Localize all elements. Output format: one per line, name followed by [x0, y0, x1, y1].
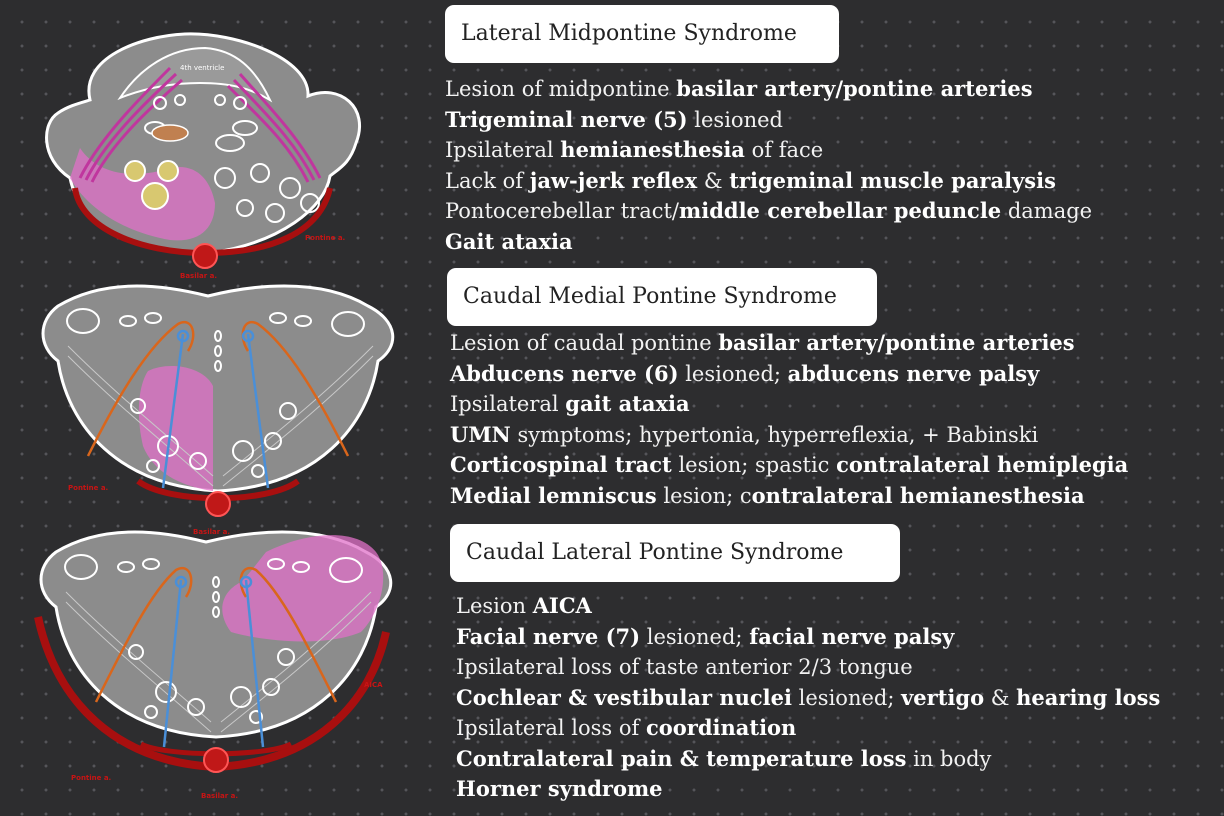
- text: Lesion of midpontine: [445, 77, 677, 101]
- bold-text: UMN: [450, 421, 511, 447]
- bold-text: trigeminal muscle paralysis: [729, 167, 1056, 193]
- text: Ipsilateral: [445, 138, 561, 162]
- basilar-artery: [192, 243, 218, 269]
- text: in body: [906, 746, 992, 771]
- basilar-artery: [205, 491, 231, 517]
- tract-circles: [124, 160, 179, 210]
- symptom-line: Lesion of midpontine basilar artery/pont…: [445, 74, 1092, 105]
- symptom-line: Contralateral pain & temperature loss in…: [456, 744, 1160, 775]
- text: Lesion: [456, 594, 533, 618]
- section-title-lateral-midpontine: Lateral Midpontine Syndrome: [445, 5, 839, 63]
- bold-text: Cochlear & vestibular nuclei: [456, 684, 792, 710]
- bold-text: basilar artery/pontine arteries: [676, 76, 1033, 101]
- bold-text: basilar artery/pontine arteries: [718, 330, 1075, 355]
- pons-outline: [41, 284, 395, 493]
- text: Ipsilateral loss of: [456, 716, 646, 740]
- text: Lesion of caudal pontine: [450, 331, 719, 355]
- symptom-line: Ipsilateral loss of coordination: [456, 713, 1160, 744]
- ventricle-shape: [117, 46, 273, 103]
- symptom-line: Lack of jaw-jerk reflex & trigeminal mus…: [445, 166, 1092, 197]
- bold-text: Horner syndrome: [456, 776, 663, 801]
- bold-text: ontralateral hemianesthesia: [751, 482, 1085, 508]
- bold-text: coordination: [645, 715, 797, 740]
- diagram-lateral-midpontine: 4th ventricle Pontine a. Basilar a.: [45, 32, 362, 280]
- symptom-line: Ipsilateral gait ataxia: [450, 389, 1128, 420]
- text: Pontocerebellar tract/: [445, 199, 679, 223]
- symptom-line: Facial nerve (7) lesioned; facial nerve …: [456, 622, 1160, 653]
- symptom-line: Trigeminal nerve (5) lesioned: [445, 105, 1092, 136]
- text: lesion; spastic: [671, 453, 837, 477]
- symptom-line: Corticospinal tract lesion; spastic cont…: [450, 450, 1128, 481]
- diagram-caudal-lateral-pontine: AICA Pontine a. Basilar a.: [34, 530, 393, 800]
- label-pontine-a: Pontine a.: [71, 774, 111, 782]
- text: &: [697, 168, 730, 193]
- symptom-line: Lesion of caudal pontine basilar artery/…: [450, 328, 1128, 359]
- symptom-line: Abducens nerve (6) lesioned; abducens ne…: [450, 359, 1128, 390]
- symptom-line: Medial lemniscus lesion; contralateral h…: [450, 481, 1128, 512]
- text: symptoms; hypertonia, hyperreflexia, + B…: [510, 422, 1039, 447]
- bold-text: abducens nerve palsy: [787, 360, 1040, 386]
- bold-text: contralateral hemiplegia: [836, 452, 1129, 477]
- section-lines-caudal-medial-pontine: Lesion of caudal pontine basilar artery/…: [450, 328, 1128, 511]
- nuclei: [66, 308, 365, 478]
- section-title-caudal-medial-pontine: Caudal Medial Pontine Syndrome: [447, 268, 877, 326]
- text: lesioned;: [678, 361, 788, 386]
- text: Lack of: [445, 168, 530, 193]
- symptom-line: UMN symptoms; hypertonia, hyperreflexia,…: [450, 420, 1128, 451]
- symptom-line: Cochlear & vestibular nuclei lesioned; v…: [456, 683, 1160, 714]
- lesion-area: [222, 535, 384, 642]
- bold-text: facial nerve palsy: [749, 623, 955, 649]
- bold-text: Medial lemniscus: [450, 482, 657, 508]
- text: Ipsilateral loss of taste anterior 2/3 t…: [456, 655, 913, 679]
- symptom-line: Ipsilateral loss of taste anterior 2/3 t…: [456, 652, 1160, 683]
- text: Ipsilateral: [450, 392, 566, 416]
- diagram-caudal-medial-pontine: Pontine a. Basilar a.: [41, 284, 395, 536]
- bold-text: AICA: [532, 593, 592, 618]
- label-basilar-a: Basilar a.: [193, 528, 230, 536]
- bold-text: hemianesthesia: [560, 137, 745, 162]
- label-aica: AICA: [364, 681, 383, 689]
- bold-text: jaw-jerk reflex: [529, 167, 698, 193]
- text: lesioned: [687, 107, 783, 132]
- abducens-nerve: [162, 575, 265, 748]
- bold-text: middle cerebellar peduncle: [679, 198, 1002, 223]
- section-lines-lateral-midpontine: Lesion of midpontine basilar artery/pont…: [445, 74, 1092, 257]
- bold-text: Corticospinal tract: [450, 452, 672, 477]
- text: lesioned;: [791, 685, 902, 710]
- bold-text: Contralateral pain & temperature loss: [456, 745, 907, 771]
- symptom-line: Gait ataxia: [445, 227, 1092, 258]
- symptom-line: Lesion AICA: [456, 591, 1160, 622]
- trigeminal-nucleus: [151, 124, 189, 142]
- bold-text: Trigeminal nerve (5): [445, 106, 688, 132]
- ventricle-label: 4th ventricle: [180, 64, 224, 72]
- text: &: [984, 685, 1017, 710]
- section-title-caudal-lateral-pontine: Caudal Lateral Pontine Syndrome: [450, 524, 900, 582]
- symptom-line: Horner syndrome: [456, 774, 1160, 805]
- text: lesioned;: [640, 624, 750, 649]
- label-basilar-a: Basilar a.: [201, 792, 238, 800]
- bold-text: Gait ataxia: [445, 228, 573, 254]
- abducens-nerve: [161, 329, 270, 489]
- bold-text: Abducens nerve (6): [450, 360, 679, 386]
- nuclei: [64, 554, 363, 724]
- label-pontine-a: Pontine a.: [305, 234, 345, 242]
- bold-text: vertigo: [901, 684, 985, 710]
- label-basilar-a: Basilar a.: [180, 272, 217, 280]
- basilar-artery: [203, 747, 229, 773]
- bold-text: Facial nerve (7): [456, 623, 641, 649]
- bold-text: gait ataxia: [565, 391, 690, 416]
- text: damage: [1001, 199, 1093, 223]
- symptom-line: Ipsilateral hemianesthesia of face: [445, 135, 1092, 166]
- symptom-line: Pontocerebellar tract/middle cerebellar …: [445, 196, 1092, 227]
- bold-text: hearing loss: [1016, 684, 1161, 710]
- label-pontine-a: Pontine a.: [68, 484, 108, 492]
- text: of face: [744, 138, 824, 162]
- text: lesion; c: [656, 483, 752, 508]
- cerebellar-fibers: [78, 66, 322, 183]
